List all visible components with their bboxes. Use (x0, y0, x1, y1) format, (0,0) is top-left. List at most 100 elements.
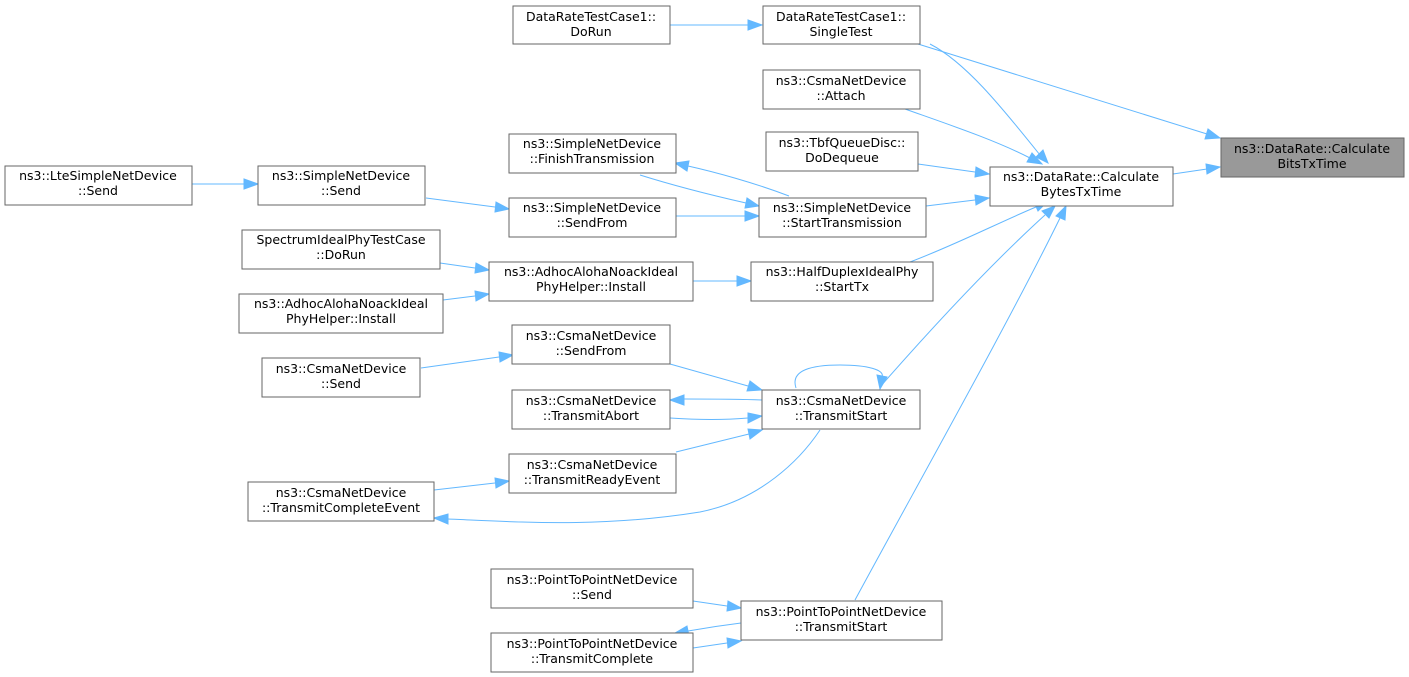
node-label-line1: SpectrumIdealPhyTestCase (256, 232, 425, 247)
node-label-line1: ns3::SimpleNetDevice (272, 168, 410, 183)
edge-finishtransmission-to-starttransmission (639, 174, 761, 209)
edge-install2-to-install (442, 290, 491, 302)
node-label-line1: DataRateTestCase1:: (526, 9, 656, 24)
edge-attach-to-bytestxtime (904, 108, 1044, 165)
node-datarate-calculate-bitstxtime: ns3::DataRate::Calculate BitsTxTime (1220, 137, 1405, 178)
node-label-line1: ns3::CsmaNetDevice (526, 393, 657, 408)
node-adhocalohanoackidealphyhelper-install[interactable]: ns3::AdhocAlohaNoackIdeal PhyHelper::Ins… (488, 261, 694, 302)
node-csmanetdevice-sendfrom[interactable]: ns3::CsmaNetDevice ::SendFrom (511, 324, 671, 365)
node-label-line1: ns3::LteSimpleNetDevice (19, 168, 177, 183)
edges (192, 19, 1222, 649)
node-label-line2: BytesTxTime (1041, 184, 1122, 199)
node-csmanetdevice-transmitcompleteevent[interactable]: ns3::CsmaNetDevice ::TransmitCompleteEve… (247, 481, 435, 522)
edge-spectrumdorun-to-install (439, 262, 491, 274)
node-pointtopointnetdevice-transmitstart[interactable]: ns3::PointToPointNetDevice ::TransmitSta… (740, 600, 943, 641)
node-label-line2: SingleTest (809, 24, 872, 39)
node-label-line2: PhyHelper::Install (286, 311, 396, 326)
edge-dodequeue-to-bytestxtime (917, 163, 991, 178)
node-tbfqueuedisc-dodequeue[interactable]: ns3::TbfQueueDisc:: DoDequeue (765, 131, 919, 172)
node-label-line2: ::StartTransmission (782, 215, 902, 230)
edge-send-to-sendfrom (425, 197, 511, 213)
node-simplenetdevice-sendfrom[interactable]: ns3::SimpleNetDevice ::SendFrom (508, 197, 677, 238)
edge-p2ptransmitstart-to-bytestxtime (854, 204, 1067, 601)
edge-transmitstart-to-bytestxtime (879, 205, 1057, 388)
edge-transmitreadyevent-to-transmitstart (675, 428, 764, 453)
node-label-line2: ::FinishTransmission (530, 151, 655, 166)
node-label-line1: ns3::SimpleNetDevice (523, 200, 661, 215)
node-label-line1: ns3::CsmaNetDevice (526, 328, 657, 343)
edge-install-to-starttx (693, 275, 753, 287)
node-label-line2: ::TransmitStart (795, 619, 888, 634)
node-label-line1: ns3::SimpleNetDevice (523, 136, 661, 151)
node-label-line2: ::TransmitStart (795, 408, 888, 423)
edge-transmitstart-self (794, 364, 888, 391)
node-label-line2: DoDequeue (805, 150, 879, 165)
node-label-line2: DoRun (570, 24, 611, 39)
node-adhocalohanoackidealphyhelper-install-2[interactable]: ns3::AdhocAlohaNoackIdeal PhyHelper::Ins… (238, 293, 444, 334)
edge-csmasend-to-csmasendfrom (420, 351, 515, 369)
node-label-line1: ns3::CsmaNetDevice (276, 485, 407, 500)
node-label-line2: ::Attach (816, 88, 865, 103)
edge-transmitstart-to-transmitabort (668, 394, 763, 406)
node-label-line2: ::TransmitAbort (543, 408, 639, 423)
node-label-line1: ns3::CsmaNetDevice (776, 73, 907, 88)
node-label-line2: PhyHelper::Install (536, 279, 646, 294)
node-halfduplexidealphy-starttx[interactable]: ns3::HalfDuplexIdealPhy ::StartTx (750, 261, 934, 302)
node-dataratetestcase1-dorun[interactable]: DataRateTestCase1:: DoRun (512, 5, 671, 45)
node-simplenetdevice-starttransmission[interactable]: ns3::SimpleNetDevice ::StartTransmission (758, 197, 927, 238)
edge-transmitstart-to-transmitcompleteevent (432, 429, 821, 525)
edge-bytestxtime-to-bitstxtime (1172, 163, 1222, 175)
edge-transmitcompleteevent-to-transmitreadyevent (433, 477, 511, 491)
node-label-line1: ns3::CsmaNetDevice (276, 361, 407, 376)
node-csmanetdevice-transmitabort[interactable]: ns3::CsmaNetDevice ::TransmitAbort (511, 389, 671, 430)
node-ltesimplenetdevice-send[interactable]: ns3::LteSimpleNetDevice ::Send (4, 165, 193, 206)
node-label-line1: ns3::AdhocAlohaNoackIdeal (254, 296, 428, 311)
node-label-line2: ::Send (321, 183, 361, 198)
node-label-line1: ns3::TbfQueueDisc:: (779, 135, 906, 150)
node-dataratetestcase1-singletest[interactable]: DataRateTestCase1:: SingleTest (762, 5, 921, 45)
node-label-line1: ns3::DataRate::Calculate (1003, 169, 1159, 184)
node-pointtopointnetdevice-transmitcomplete[interactable]: ns3::PointToPointNetDevice ::TransmitCom… (490, 632, 694, 673)
edge-dorun-to-singletest (670, 19, 764, 31)
node-label-line1: ns3::AdhocAlohaNoackIdeal (504, 264, 678, 279)
node-label-line2: ::TransmitReadyEvent (524, 472, 661, 487)
node-label-line1: ns3::DataRate::Calculate (1234, 141, 1390, 156)
edge-singletest-to-bitstxtime (917, 43, 1222, 140)
node-datarate-calculate-bytestxtime[interactable]: ns3::DataRate::Calculate BytesTxTime (989, 166, 1174, 207)
node-label-line1: DataRateTestCase1:: (776, 9, 906, 24)
edge-starttransmission-to-finishtransmission (673, 160, 790, 197)
node-csmanetdevice-attach[interactable]: ns3::CsmaNetDevice ::Attach (762, 69, 921, 110)
node-label-line2: ::SendFrom (556, 343, 627, 358)
edge-csmasendfrom-to-transmitstart (669, 363, 764, 392)
node-label-line2: ::DoRun (316, 247, 366, 262)
node-label-line1: ns3::CsmaNetDevice (776, 393, 907, 408)
node-simplenetdevice-send[interactable]: ns3::SimpleNetDevice ::Send (257, 165, 426, 206)
node-label-line1: ns3::PointToPointNetDevice (756, 604, 927, 619)
edge-p2ptransmitcomplete-to-p2ptransmitstart (692, 637, 743, 649)
edge-p2psend-to-p2ptransmitstart (692, 600, 743, 612)
node-pointtopointnetdevice-send[interactable]: ns3::PointToPointNetDevice ::Send (490, 568, 694, 609)
node-csmanetdevice-transmitreadyevent[interactable]: ns3::CsmaNetDevice ::TransmitReadyEvent (508, 453, 677, 494)
edge-transmitabort-to-transmitstart (669, 412, 764, 424)
node-label-line2: ::TransmitCompleteEvent (262, 500, 420, 515)
node-label-line2: BitsTxTime (1277, 156, 1346, 171)
edge-singletest-to-bytestxtime (929, 43, 1049, 165)
node-label-line2: ::Send (78, 183, 118, 198)
node-label-line1: ns3::PointToPointNetDevice (507, 636, 678, 651)
node-csmanetdevice-transmitstart[interactable]: ns3::CsmaNetDevice ::TransmitStart (761, 389, 921, 430)
node-label-line1: ns3::CsmaNetDevice (527, 457, 658, 472)
node-label-line2: ::SendFrom (557, 215, 628, 230)
node-label-line2: ::Send (572, 587, 612, 602)
node-simplenetdevice-finishtransmission[interactable]: ns3::SimpleNetDevice ::FinishTransmissio… (508, 133, 677, 174)
node-label-line1: ns3::SimpleNetDevice (773, 200, 911, 215)
edge-sendfrom-to-starttransmission (676, 210, 761, 222)
edge-starttransmission-to-bytestxtime (925, 194, 991, 207)
nodes: ns3::DataRate::Calculate BitsTxTime ns3:… (4, 5, 1405, 673)
edge-ltesend-to-send (192, 178, 260, 190)
node-label-line1: ns3::HalfDuplexIdealPhy (766, 264, 919, 279)
node-label-line1: ns3::PointToPointNetDevice (507, 572, 678, 587)
node-spectrumidealphytestcase-dorun[interactable]: SpectrumIdealPhyTestCase ::DoRun (241, 229, 441, 270)
node-csmanetdevice-send[interactable]: ns3::CsmaNetDevice ::Send (261, 357, 421, 398)
node-label-line2: ::TransmitComplete (531, 651, 654, 666)
